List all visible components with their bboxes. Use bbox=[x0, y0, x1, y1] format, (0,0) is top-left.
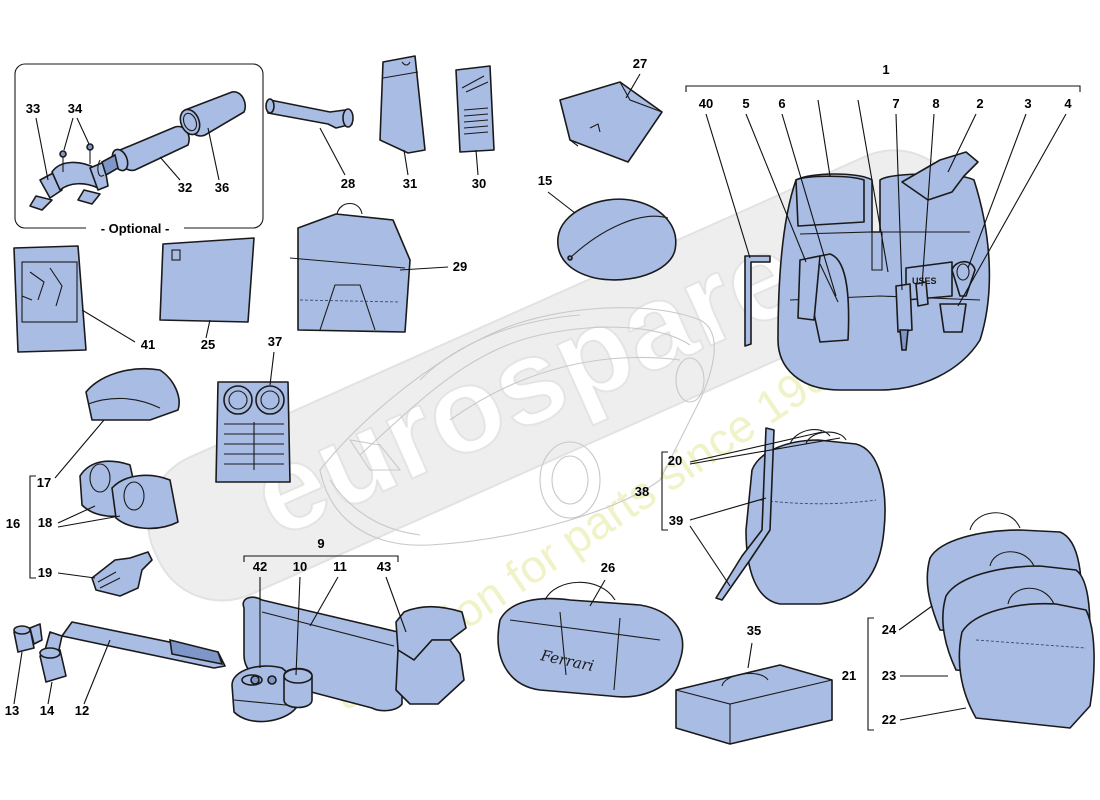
car-outline bbox=[319, 307, 715, 546]
label-43: 43 bbox=[377, 559, 391, 574]
label-1: 1 bbox=[882, 62, 889, 77]
extinguisher-bracket[interactable] bbox=[29, 161, 109, 211]
backpack-strap[interactable] bbox=[715, 427, 775, 601]
label-25: 25 bbox=[201, 337, 215, 352]
screwdriver-6[interactable] bbox=[809, 253, 850, 343]
tool-bag[interactable] bbox=[675, 664, 833, 745]
label-24: 24 bbox=[882, 622, 897, 637]
service-booklet[interactable] bbox=[159, 237, 255, 323]
fuses-marking: USES bbox=[912, 276, 937, 286]
storage-pouch[interactable] bbox=[379, 55, 426, 154]
label-13: 13 bbox=[5, 703, 19, 718]
gloves[interactable] bbox=[91, 551, 153, 597]
cloth[interactable] bbox=[85, 367, 180, 421]
sealant-bottle[interactable] bbox=[283, 667, 313, 709]
label-36: 36 bbox=[215, 180, 229, 195]
optional-caption: - Optional - bbox=[101, 221, 170, 236]
label-15: 15 bbox=[538, 173, 552, 188]
group-9-bracket bbox=[243, 555, 399, 562]
flashlight[interactable] bbox=[265, 98, 354, 129]
label-38: 38 bbox=[635, 484, 649, 499]
car-cover-bag[interactable] bbox=[559, 81, 663, 163]
wheel-wrench[interactable] bbox=[44, 621, 226, 669]
bracket-screws[interactable] bbox=[59, 143, 94, 172]
label-2: 2 bbox=[976, 96, 983, 111]
label-16: 16 bbox=[6, 516, 20, 531]
label-10: 10 bbox=[293, 559, 307, 574]
socket-adapter-14[interactable] bbox=[39, 647, 67, 683]
label-22: 22 bbox=[882, 712, 896, 727]
label-34: 34 bbox=[68, 101, 83, 116]
label-42: 42 bbox=[253, 559, 267, 574]
label-41: 41 bbox=[141, 337, 155, 352]
label-19: 19 bbox=[38, 565, 52, 580]
label-7: 7 bbox=[892, 96, 899, 111]
optional-group: - Optional - 33 34 32 bbox=[14, 63, 264, 237]
backpack[interactable] bbox=[745, 429, 886, 605]
label-18: 18 bbox=[38, 515, 52, 530]
label-30: 30 bbox=[472, 176, 486, 191]
socket-adapter-13[interactable] bbox=[13, 623, 43, 653]
label-6: 6 bbox=[778, 96, 785, 111]
label-4: 4 bbox=[1064, 96, 1072, 111]
garment-bag[interactable] bbox=[289, 202, 411, 333]
group-16-bracket bbox=[29, 475, 36, 579]
hex-key-40[interactable] bbox=[744, 255, 771, 347]
label-29: 29 bbox=[453, 259, 467, 274]
label-33: 33 bbox=[26, 101, 40, 116]
label-14: 14 bbox=[40, 703, 55, 718]
wheel-cover[interactable] bbox=[557, 198, 677, 281]
label-35: 35 bbox=[747, 623, 761, 638]
document-wallet[interactable] bbox=[215, 381, 291, 483]
extinguisher-cover[interactable] bbox=[177, 91, 247, 138]
label-11: 11 bbox=[333, 559, 347, 574]
group-1-bracket bbox=[685, 85, 1081, 92]
tool-gloves-2[interactable] bbox=[901, 151, 979, 201]
case-lid[interactable] bbox=[395, 605, 467, 705]
label-40: 40 bbox=[699, 96, 713, 111]
label-8: 8 bbox=[932, 96, 939, 111]
instruction-leaflet[interactable] bbox=[455, 65, 495, 153]
tyre-inflator-compressor[interactable] bbox=[231, 665, 297, 723]
owners-manual[interactable] bbox=[13, 245, 87, 353]
group-21-bracket bbox=[867, 617, 874, 731]
screwdriver-7[interactable] bbox=[895, 283, 913, 351]
wrench-3[interactable] bbox=[951, 260, 976, 297]
tool-kit-flap[interactable] bbox=[795, 175, 865, 227]
label-17: 17 bbox=[37, 475, 51, 490]
label-26: 26 bbox=[601, 560, 615, 575]
label-31: 31 bbox=[403, 176, 417, 191]
label-37: 37 bbox=[268, 334, 282, 349]
luggage-bag-22[interactable] bbox=[958, 587, 1095, 729]
tool-kit-fuses-pocket[interactable]: USES bbox=[905, 261, 953, 301]
label-3: 3 bbox=[1024, 96, 1031, 111]
towing-eye-5[interactable] bbox=[797, 255, 821, 321]
label-23: 23 bbox=[882, 668, 896, 683]
cup-4[interactable] bbox=[939, 303, 967, 333]
label-12: 12 bbox=[75, 703, 89, 718]
label-5: 5 bbox=[742, 96, 749, 111]
label-27: 27 bbox=[633, 56, 647, 71]
fire-extinguisher[interactable] bbox=[97, 125, 190, 177]
label-39: 39 bbox=[669, 513, 683, 528]
label-21: 21 bbox=[842, 668, 856, 683]
car-cover-duffel-bag[interactable] bbox=[497, 581, 684, 698]
group-38-bracket bbox=[661, 451, 668, 531]
label-9: 9 bbox=[317, 536, 324, 551]
label-28: 28 bbox=[341, 176, 355, 191]
label-32: 32 bbox=[178, 180, 192, 195]
slipper-covers[interactable] bbox=[79, 460, 179, 530]
label-20: 20 bbox=[668, 453, 682, 468]
